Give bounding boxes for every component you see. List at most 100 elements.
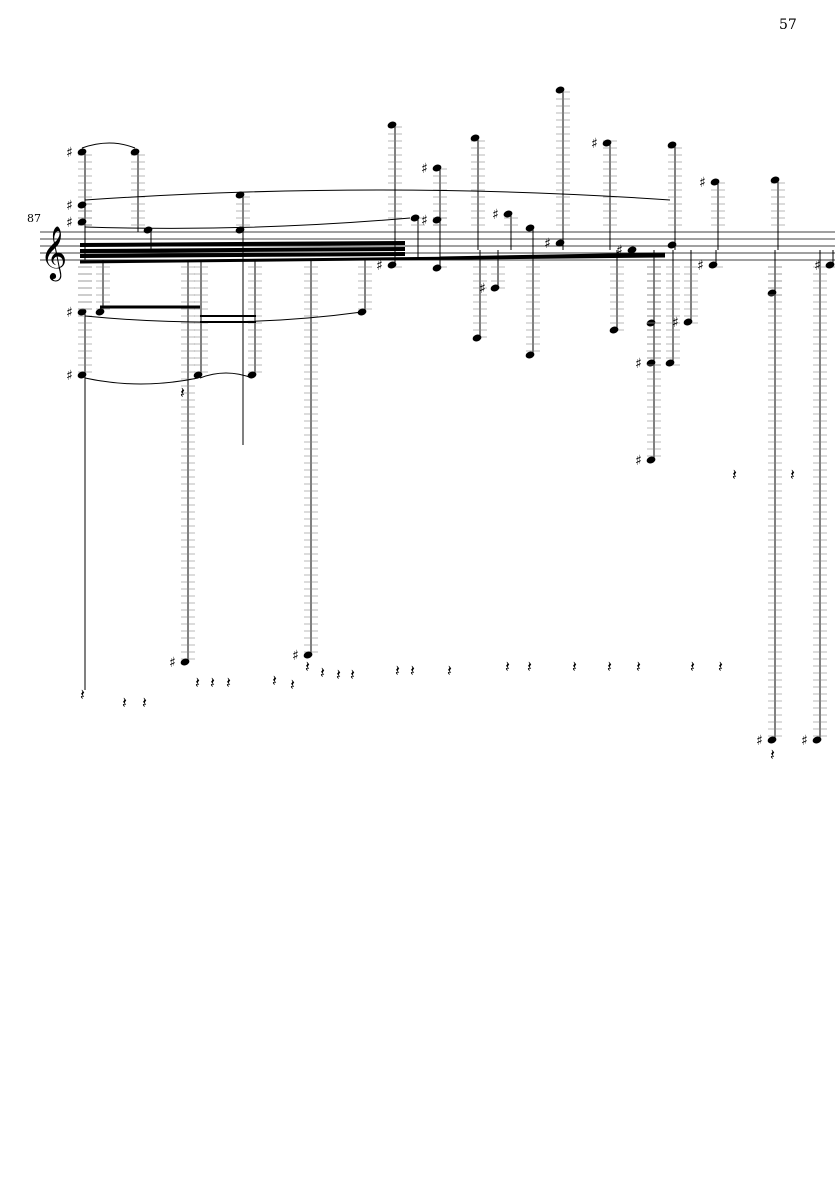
- note-head: [387, 261, 397, 269]
- sharp-icon: ♯: [814, 258, 821, 274]
- note-head: [708, 261, 718, 269]
- rest-icon: 𝄽: [195, 673, 200, 692]
- sharp-icon: ♯: [699, 175, 706, 191]
- note-head: [490, 284, 500, 292]
- note-head: [667, 241, 677, 249]
- rest-icon: 𝄽: [305, 657, 310, 676]
- note-head: [767, 736, 777, 744]
- sharp-icon: ♯: [801, 733, 808, 749]
- note-head: [825, 261, 835, 269]
- rest-icon: 𝄽: [607, 657, 612, 676]
- slur: [84, 189, 671, 201]
- note-head: [665, 359, 675, 367]
- sharp-icon: ♯: [635, 453, 642, 469]
- sharp-icon: ♯: [591, 136, 598, 152]
- note-head: [77, 308, 87, 316]
- note-head: [235, 226, 245, 234]
- note-head: [387, 121, 397, 129]
- note-head: [525, 224, 535, 232]
- beam: [439, 252, 666, 260]
- sharp-icon: ♯: [616, 243, 623, 259]
- note-head: [77, 371, 87, 379]
- sharp-icon: ♯: [421, 161, 428, 177]
- page-number: 57: [779, 17, 797, 33]
- note-head: [77, 201, 87, 209]
- note-head: [77, 148, 87, 156]
- beam: [79, 252, 406, 258]
- rest-icon: 𝄽: [718, 657, 723, 676]
- note-head: [710, 178, 720, 186]
- note-head: [235, 191, 245, 199]
- rest-icon: 𝄽: [142, 693, 147, 712]
- note-head: [555, 86, 565, 94]
- note-head: [303, 651, 313, 659]
- note-head: [627, 246, 637, 254]
- rest-icon: 𝄽: [690, 657, 695, 676]
- beam: [79, 241, 406, 247]
- note-head: [525, 351, 535, 359]
- sharp-icon: ♯: [492, 207, 499, 223]
- note-head: [609, 326, 619, 334]
- slur: [84, 311, 363, 323]
- sharp-icon: ♯: [635, 356, 642, 372]
- rest-icon: 𝄽: [80, 685, 85, 704]
- rest-icon: 𝄽: [572, 657, 577, 676]
- note-head: [472, 334, 482, 342]
- sharp-icon: ♯: [544, 236, 551, 252]
- note-head: [410, 214, 420, 222]
- rest-icon: 𝄽: [210, 673, 215, 692]
- slur: [199, 372, 253, 379]
- beam: [79, 247, 406, 253]
- sharp-icon: ♯: [479, 281, 486, 297]
- rest-icon: 𝄽: [180, 383, 185, 402]
- note-head: [770, 176, 780, 184]
- rest-icon: 𝄽: [636, 657, 641, 676]
- slur: [84, 377, 199, 385]
- rest-icon: 𝄽: [770, 745, 775, 764]
- note-head: [646, 359, 656, 367]
- rest-icon: 𝄽: [290, 675, 295, 694]
- rest-icon: 𝄽: [410, 661, 415, 680]
- rest-icon: 𝄽: [732, 465, 737, 484]
- note-head: [180, 658, 190, 666]
- note-head: [432, 216, 442, 224]
- sharp-icon: ♯: [66, 305, 73, 321]
- sharp-icon: ♯: [292, 648, 299, 664]
- note-head: [646, 456, 656, 464]
- note-head: [130, 148, 140, 156]
- notes: ♯♯♯♯♯♯♯♯♯♯♯♯♯♯♯♯♯♯♯♯♯♯♯𝄽𝄽𝄽𝄽𝄽𝄽𝄽𝄽𝄽𝄽𝄽𝄽𝄽𝄽𝄽𝄽𝄽…: [66, 86, 835, 764]
- sharp-icon: ♯: [697, 258, 704, 274]
- rest-icon: 𝄽: [122, 693, 127, 712]
- rest-icon: 𝄽: [226, 673, 231, 692]
- note-head: [503, 210, 513, 218]
- rest-icon: 𝄽: [527, 657, 532, 676]
- slur: [81, 142, 136, 149]
- rest-icon: 𝄽: [447, 661, 452, 680]
- note-head: [812, 736, 822, 744]
- sharp-icon: ♯: [66, 145, 73, 161]
- note-head: [555, 239, 565, 247]
- rest-icon: 𝄽: [272, 671, 277, 690]
- note-head: [470, 134, 480, 142]
- sharp-icon: ♯: [66, 368, 73, 384]
- note-head: [667, 141, 677, 149]
- sharp-icon: ♯: [66, 215, 73, 231]
- note-head: [143, 226, 153, 234]
- note-head: [432, 164, 442, 172]
- measure-number: 87: [27, 212, 41, 225]
- sharp-icon: ♯: [756, 733, 763, 749]
- rest-icon: 𝄽: [350, 665, 355, 684]
- note-head: [683, 318, 693, 326]
- note-head: [767, 289, 777, 297]
- rest-icon: 𝄽: [395, 661, 400, 680]
- rest-icon: 𝄽: [505, 657, 510, 676]
- note-head: [95, 308, 105, 316]
- note-head: [193, 371, 203, 379]
- rest-icon: 𝄽: [790, 465, 795, 484]
- note-head: [77, 218, 87, 226]
- treble-clef-icon: 𝄞: [40, 225, 67, 281]
- rest-icon: 𝄽: [320, 663, 325, 682]
- slur: [84, 217, 411, 229]
- note-head: [432, 264, 442, 272]
